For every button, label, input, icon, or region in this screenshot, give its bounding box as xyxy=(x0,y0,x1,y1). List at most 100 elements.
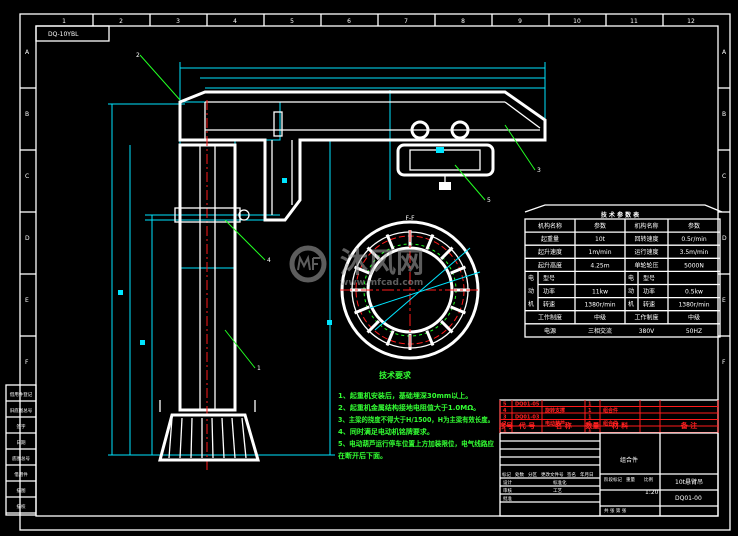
param-cell: 运行速度 xyxy=(634,248,658,256)
bom-cell: 1 xyxy=(588,421,592,427)
params-title: 技 术 参 数 表 xyxy=(601,211,640,219)
param-cell: 4.25m xyxy=(590,262,609,269)
param-cell: 起升速度 xyxy=(538,248,562,256)
bom-header: 备 注 xyxy=(680,421,697,430)
param-cell: 0.5r/min xyxy=(681,236,707,243)
motor-label: 机 xyxy=(628,300,634,308)
param-cell: 三相交流 xyxy=(588,327,612,335)
motor-label: 动 xyxy=(528,288,534,295)
bom-header: 数量 xyxy=(586,421,600,430)
column-label: 7 xyxy=(404,18,408,25)
tb-label: 更改文件号 xyxy=(541,471,564,478)
base-rib xyxy=(211,417,214,459)
param-cell: 1m/min xyxy=(589,249,612,256)
param-cell: 0.5kw xyxy=(685,289,703,296)
motor-label: 动 xyxy=(628,288,634,295)
bom-cell: 旋转支撑 xyxy=(544,407,565,414)
bom-cell: 1 xyxy=(588,427,592,433)
spoke xyxy=(450,265,467,275)
column-label: 6 xyxy=(347,18,351,25)
row-label: D xyxy=(25,235,30,242)
param-cell: 起升高度 xyxy=(538,261,562,269)
tb-label: 签名 xyxy=(567,471,576,478)
bom-cell: 组合件 xyxy=(603,407,618,414)
column-label: 3 xyxy=(176,18,180,25)
tb-label: 审核 xyxy=(503,487,512,494)
param-cell: 1380r/min xyxy=(678,302,709,309)
tech-req-item: 3、主梁的挠度不得大于H/1500，H为主梁有效长度。 xyxy=(338,415,494,424)
watermark: 沐风网 www.mfcad.com xyxy=(289,245,424,288)
bom-cell: 1 xyxy=(503,427,507,433)
column-label: 10 xyxy=(573,18,581,25)
spoke xyxy=(440,246,454,260)
bom-header: 材 料 xyxy=(611,421,628,430)
tb-label: 共 张 第 张 xyxy=(604,507,627,514)
bom-header: 代 号 xyxy=(518,421,535,430)
param-cell: 机构名称 xyxy=(634,222,658,230)
motor-label: 机 xyxy=(528,300,534,308)
jib-arm xyxy=(178,90,547,222)
column-label: 8 xyxy=(461,18,465,25)
spoke xyxy=(385,330,395,347)
spoke xyxy=(353,305,370,315)
param-cell: 3.5m/min xyxy=(680,249,709,256)
spoke xyxy=(450,305,467,315)
bom-cell: 组合件 xyxy=(603,420,618,427)
bom-header: 序号 xyxy=(498,421,513,430)
row-label: C xyxy=(722,173,726,180)
param-cell: 功率 xyxy=(643,288,655,296)
tb-label: 年月日 xyxy=(580,471,594,478)
spoke xyxy=(385,233,395,250)
bom-cell: 5 xyxy=(503,401,507,407)
tb-label: 分区 xyxy=(528,471,537,478)
spoke xyxy=(366,320,380,334)
strip-label: 签字 xyxy=(17,423,26,430)
row-label: F xyxy=(722,359,726,366)
technical-requirements: 技术要求 1、起重机安装后，基础埋深30mm以上。2、起重机金属结构接地电阻值大… xyxy=(338,370,494,460)
bom-cell: 1 xyxy=(588,401,592,407)
strip-label: 借用件 xyxy=(14,471,28,478)
tech-req-title: 技术要求 xyxy=(379,370,412,380)
motor-label: 电 xyxy=(628,274,634,282)
spoke xyxy=(425,330,435,347)
strip-label: 描图 xyxy=(17,487,26,494)
row-label: E xyxy=(25,297,29,304)
tb-label: 处数 xyxy=(515,471,524,478)
bom-cell: 2 xyxy=(503,421,507,427)
callout-label: 4 xyxy=(267,257,271,264)
tb-label: 阶段标记 xyxy=(604,476,622,483)
part-callouts: 2 3 5 4 1 xyxy=(136,52,541,372)
spoke xyxy=(440,320,454,334)
base-rib xyxy=(241,417,247,459)
row-label: A xyxy=(25,49,30,56)
column-label: 9 xyxy=(518,18,522,25)
product-name: 10t悬臂吊 xyxy=(675,478,703,486)
tech-req-item: 1、起重机安装后，基础埋深30mm以上。 xyxy=(338,391,472,400)
callout-label: 1 xyxy=(257,365,261,372)
tb-label: 标记 xyxy=(502,471,511,478)
param-cell: 5000N xyxy=(684,262,704,269)
param-cell: 中级 xyxy=(594,314,606,322)
column-label: 4 xyxy=(233,18,237,25)
tb-label: 批准 xyxy=(503,495,512,502)
section-label: F-F xyxy=(405,215,415,222)
row-label: B xyxy=(25,111,29,118)
bom-cell: 4 xyxy=(503,408,507,414)
tb-label: 工艺 xyxy=(553,488,562,494)
strip-label: 底图总号 xyxy=(12,455,30,462)
spoke xyxy=(366,246,380,260)
outer-border xyxy=(19,13,731,531)
param-cell: 工作制度 xyxy=(538,314,562,322)
param-cell: 10t xyxy=(595,236,606,243)
param-cell: 转速 xyxy=(643,301,655,309)
base-rib xyxy=(190,417,193,459)
param-cell: 50HZ xyxy=(686,328,702,335)
callout-label: 5 xyxy=(487,197,491,204)
row-label: C xyxy=(25,173,29,180)
tb-label: 标准化 xyxy=(553,479,567,486)
bom-cell: 3 xyxy=(503,414,507,420)
row-label: A xyxy=(722,49,727,56)
param-cell: 回转速度 xyxy=(634,235,658,243)
tb-label: 比例 xyxy=(644,476,653,483)
param-cell: 11kw xyxy=(592,289,608,296)
